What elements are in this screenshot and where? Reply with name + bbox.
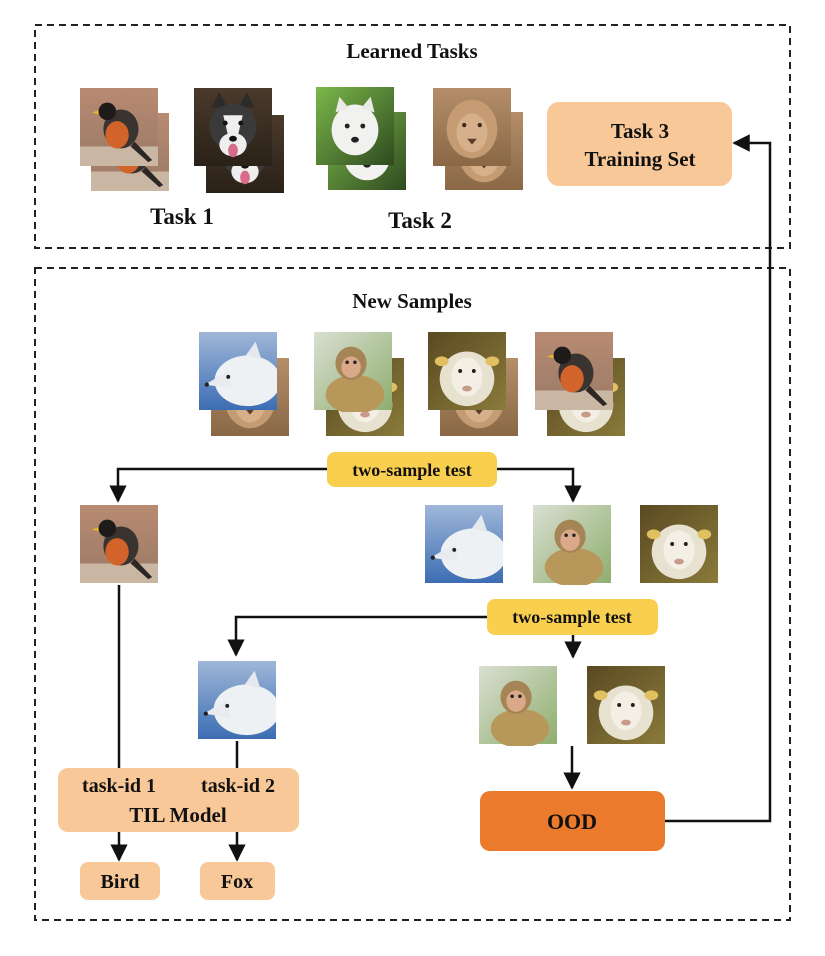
ood-label: OOD [547,809,597,834]
arrow-test1-left [109,467,327,503]
new-samples-title: New Samples [352,289,472,313]
bird-output-box [80,862,160,900]
fox-output-box [200,862,275,900]
two-sample-test-2-label: two-sample test [512,607,631,627]
fox-label: Fox [221,871,253,893]
robin-result-image [80,505,158,583]
fox-til-image [198,661,276,739]
til-model-box [58,768,299,832]
task3-training-set-box [547,102,732,186]
sample-stack-sheep [428,332,518,436]
arrow-ood-to-task3 [665,134,772,823]
two-sample-test-2 [487,599,658,635]
til-taskid1: task-id 1 [82,775,156,797]
til-taskid2: task-id 2 [201,775,275,797]
sample-stack-monkey [314,332,404,436]
sheep-ood-image [587,666,665,744]
ood-box [480,791,665,851]
task1-image-stack [80,88,169,191]
sample-stack-fox [199,332,289,436]
two-sample-test-1-label: two-sample test [352,460,471,480]
learned-tasks-panel [34,24,791,249]
task1-image-stack-2 [194,88,284,193]
til-model-label: TIL Model [129,803,227,827]
new-samples-panel [34,267,791,921]
monkey-ood-image [479,666,557,746]
sample-stack-robin [535,332,625,436]
task2-image-stack [316,87,406,190]
sheep-result-image [640,505,718,583]
two-sample-test-1 [327,452,497,487]
task2-label: Task 2 [388,208,452,233]
bird-label: Bird [101,871,140,893]
task3-line2: Training Set [584,147,695,171]
arrow-test2-left [227,615,487,657]
task3-line1: Task 3 [611,119,669,143]
fox-result-image [425,505,503,583]
task1-label: Task 1 [150,204,214,229]
task2-image-stack-2 [433,88,523,190]
monkey-result-image [533,505,611,585]
learned-tasks-title: Learned Tasks [346,39,477,63]
arrow-test1-right [497,467,582,503]
